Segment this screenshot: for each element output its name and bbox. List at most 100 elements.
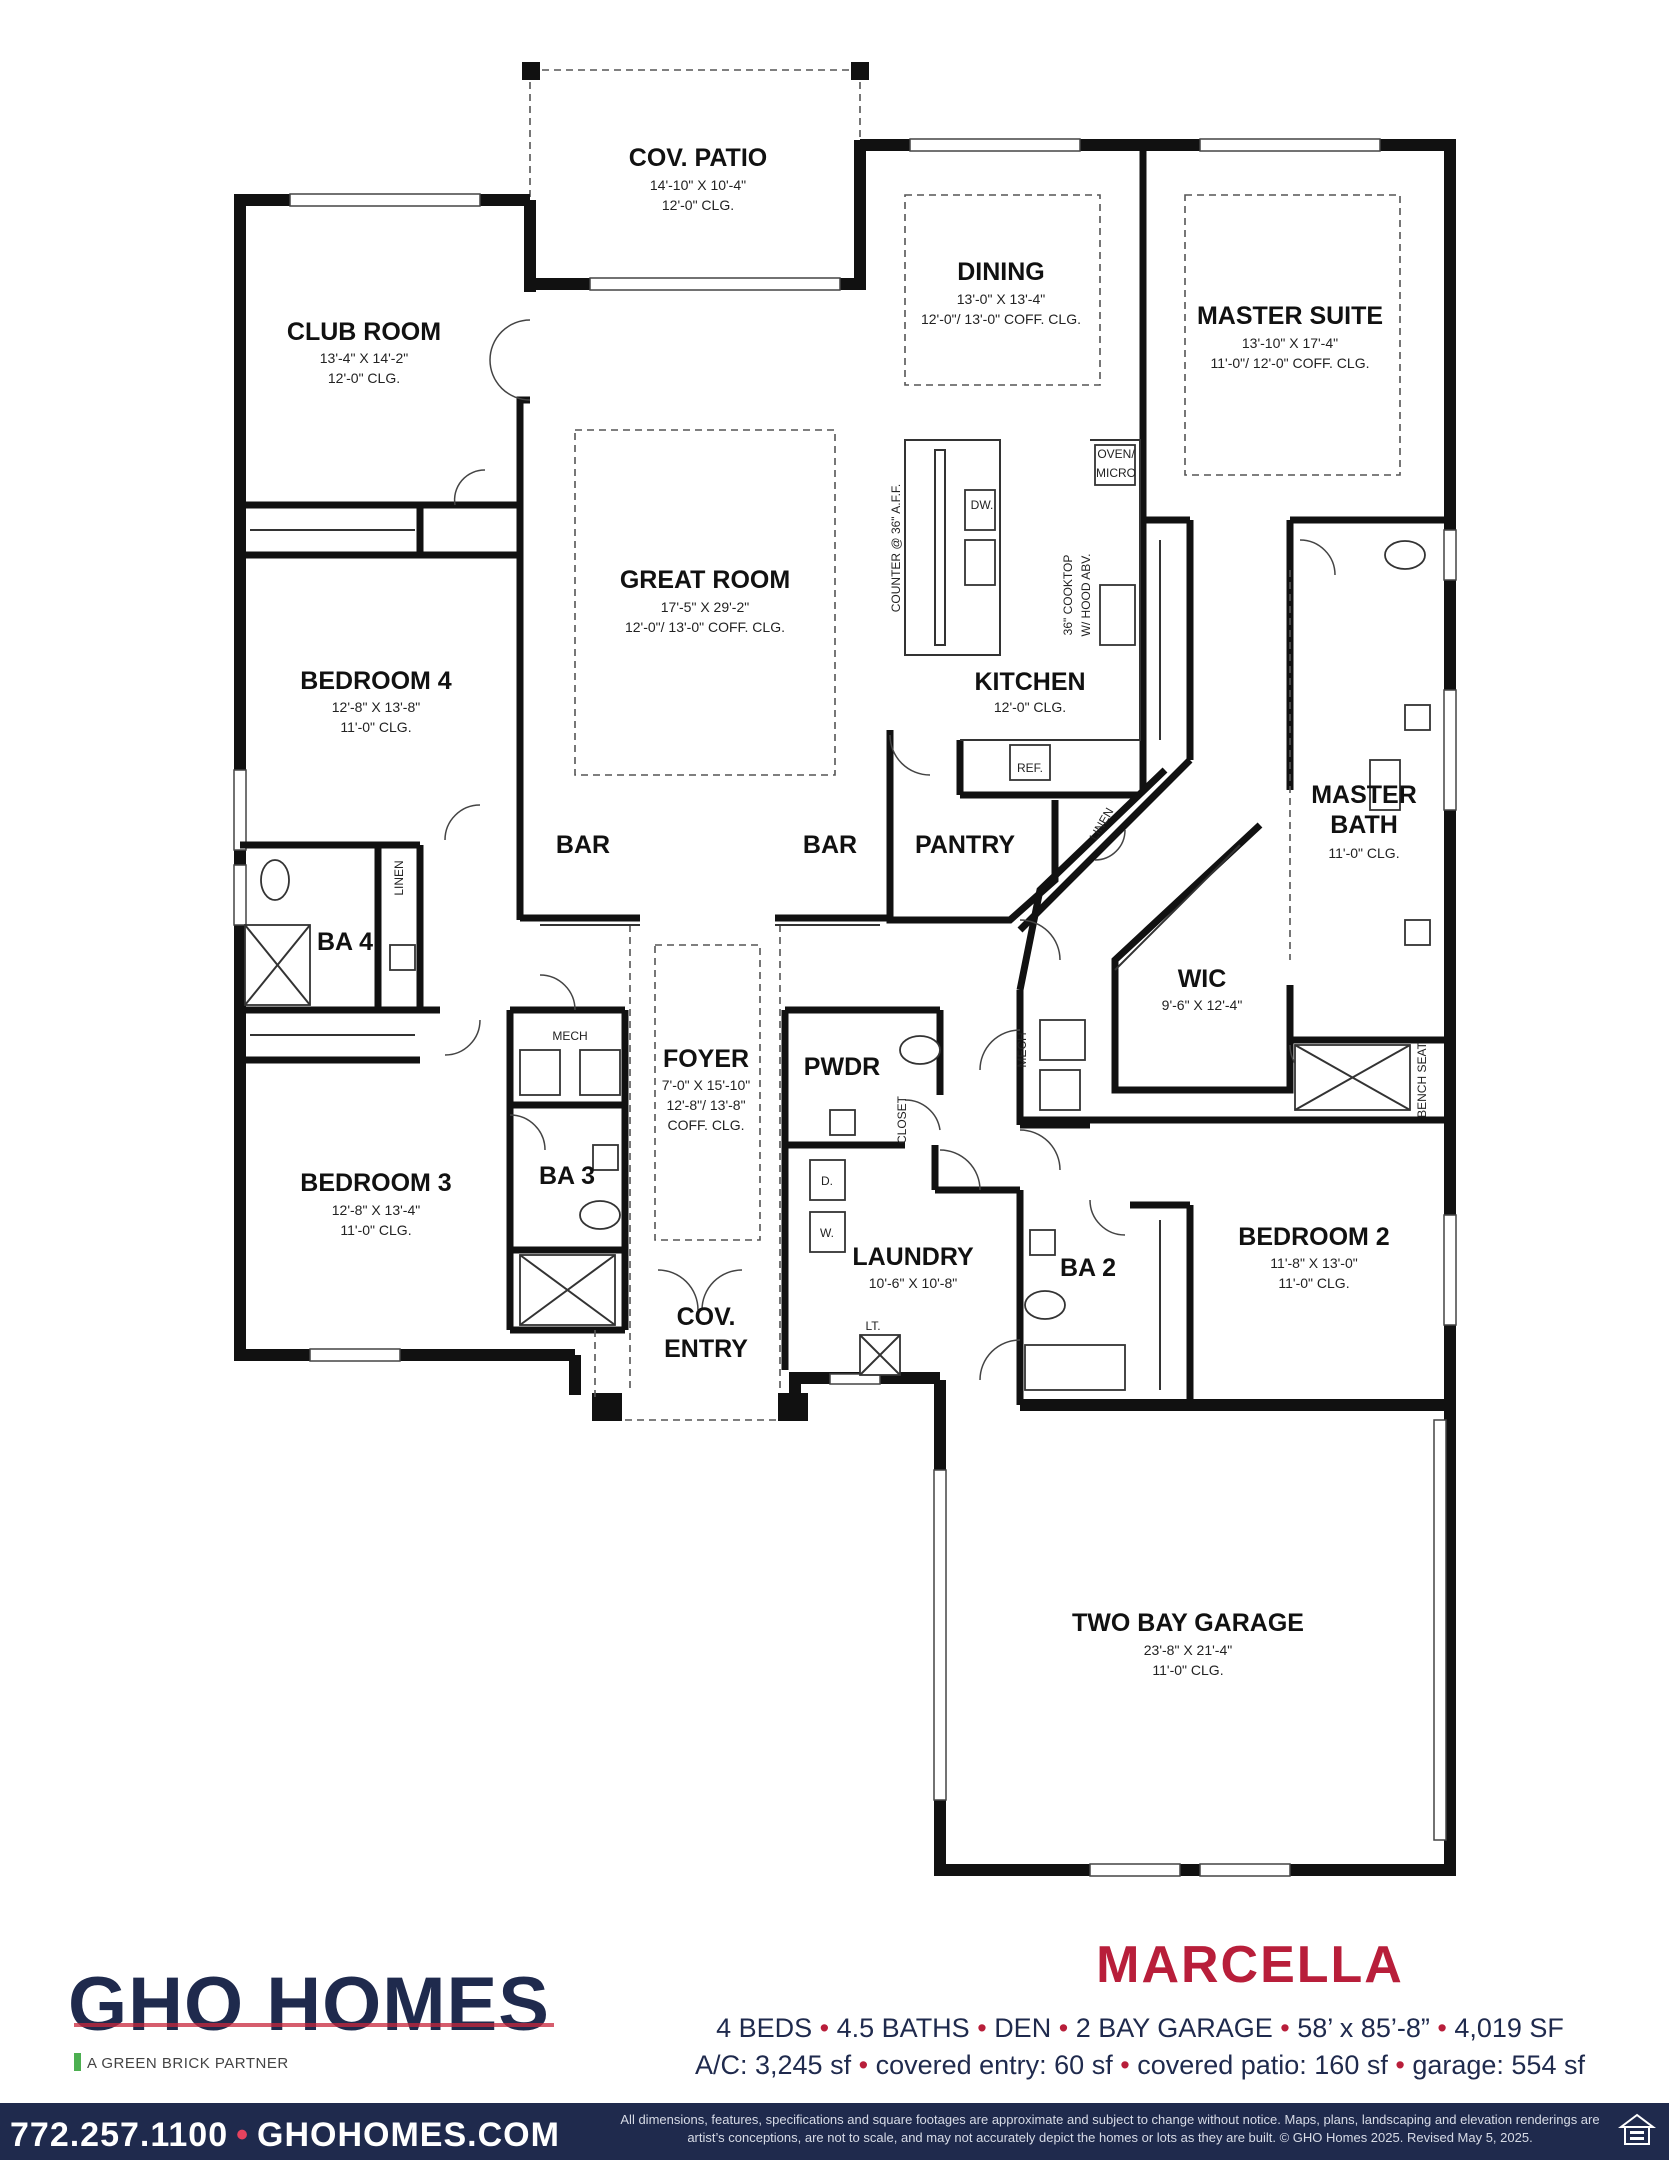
master-suite-label: MASTER SUITE	[1197, 302, 1383, 330]
mech-center-label: MECH	[1015, 1032, 1029, 1067]
kitchen-label: KITCHEN	[974, 668, 1085, 696]
wic-dims: 9'-6" X 12'-4"	[1162, 997, 1243, 1013]
spec-lot: 58’ x 85’-8”	[1297, 2013, 1430, 2043]
spec-garage-sf: garage: 554 sf	[1412, 2050, 1585, 2080]
laundry-dims: 10'-6" X 10'-8"	[869, 1275, 957, 1291]
bedroom3-dims: 12'-8" X 13'-4"	[332, 1202, 420, 1218]
cov-patio-dims: 14'-10" X 10'-4"	[650, 177, 746, 193]
garage-label: TWO BAY GARAGE	[1072, 1609, 1304, 1637]
spec-bullet: •	[858, 2050, 869, 2080]
logo-stripe	[74, 2023, 554, 2027]
bedroom2-clg: 11'-0" CLG.	[1278, 1275, 1349, 1291]
dryer-label: D.	[821, 1174, 833, 1188]
spec-beds: 4 BEDS	[716, 2013, 813, 2043]
partner-tagline: A GREEN BRICK PARTNER	[74, 2053, 289, 2072]
foyer-label: FOYER	[663, 1045, 749, 1073]
dining-clg: 12'-0"/ 13'-0" COFF. CLG.	[921, 311, 1081, 327]
contact-info: 772.257.1100•GHOHOMES.COM	[10, 2116, 560, 2155]
interior-walls	[240, 150, 1450, 1409]
plan-name: MARCELLA	[1096, 1936, 1404, 1994]
room-labels: COV. PATIO 14'-10" X 10'-4" 12'-0" CLG. …	[287, 144, 1417, 1678]
laundry-label: LAUNDRY	[852, 1243, 974, 1271]
website-link[interactable]: GHOHOMES.COM	[257, 2116, 560, 2154]
great-room-label: GREAT ROOM	[620, 566, 790, 594]
fixture-labels: OVEN/ MICRO DW. COUNTER @ 36" A.F.F. 36"…	[392, 447, 1429, 1333]
brand-logo-block: GHO HOMES A GREEN BRICK PARTNER	[68, 1965, 588, 2075]
closet-label: CLOSET	[895, 1095, 909, 1144]
bedroom4-clg: 11'-0" CLG.	[340, 719, 411, 735]
contact-separator: •	[236, 2116, 250, 2154]
gho-homes-logo: GHO HOMES	[68, 1962, 550, 2047]
footer-bar: 772.257.1100•GHOHOMES.COM All dimensions…	[0, 2103, 1669, 2160]
bedroom4-dims: 12'-8" X 13'-8"	[332, 699, 420, 715]
disclaimer-text: All dimensions, features, specifications…	[620, 2112, 1600, 2145]
equal-housing-opportunity-icon	[1618, 2113, 1656, 2145]
master-bath-clg: 11'-0" CLG.	[1328, 845, 1399, 861]
counter-label: COUNTER @ 36" A.F.F.	[889, 484, 903, 612]
great-room-dims: 17'-5" X 29'-2"	[661, 599, 749, 615]
spec-bullet: •	[1058, 2013, 1069, 2043]
ba3-label: BA 3	[539, 1162, 595, 1190]
spec-cov-entry: covered entry: 60 sf	[875, 2050, 1113, 2080]
club-room-clg: 12'-0" CLG.	[328, 370, 400, 386]
master-suite-dims: 13'-10" X 17'-4"	[1242, 335, 1338, 351]
spec-total-sf: 4,019 SF	[1454, 2013, 1564, 2043]
kitchen-fixtures	[904, 439, 1141, 781]
pantry-label: PANTRY	[915, 831, 1015, 859]
specs-line-2: A/C: 3,245 sf • covered entry: 60 sf • c…	[640, 2050, 1640, 2081]
wic-label: WIC	[1178, 965, 1227, 993]
specs-line-1: 4 BEDS • 4.5 BATHS • DEN • 2 BAY GARAGE …	[640, 2013, 1640, 2044]
phone-link[interactable]: 772.257.1100	[10, 2116, 229, 2154]
club-room-dims: 13'-4" X 14'-2"	[320, 350, 408, 366]
bedroom3-label: BEDROOM 3	[300, 1169, 451, 1197]
covered-patio-outline	[522, 62, 869, 282]
windows	[233, 138, 1457, 1877]
washer-label: W.	[820, 1226, 834, 1240]
spec-baths: 4.5 BATHS	[836, 2013, 970, 2043]
linen-bed4-label: LINEN	[392, 860, 406, 895]
cov-entry-label-2: ENTRY	[664, 1335, 748, 1363]
ba4-label: BA 4	[317, 928, 373, 956]
green-brick-mark-icon	[74, 2053, 81, 2071]
spec-bullet: •	[1437, 2013, 1447, 2043]
garage-dims: 23'-8" X 21'-4"	[1144, 1642, 1232, 1658]
master-suite-clg: 11'-0"/ 12'-0" COFF. CLG.	[1211, 355, 1370, 371]
cooktop-label-2: W/ HOOD ABV.	[1079, 554, 1093, 637]
cov-patio-clg: 12'-0" CLG.	[662, 197, 734, 213]
great-room-clg: 12'-0"/ 13'-0" COFF. CLG.	[625, 619, 785, 635]
spec-cov-patio: covered patio: 160 sf	[1137, 2050, 1388, 2080]
spec-garage: 2 BAY GARAGE	[1075, 2013, 1273, 2043]
spec-bullet: •	[977, 2013, 987, 2043]
bedroom2-dims: 11'-8" X 13'-0"	[1270, 1255, 1357, 1271]
club-room-label: CLUB ROOM	[287, 318, 441, 346]
mech-ba3-label: MECH	[552, 1029, 587, 1043]
partner-text: A GREEN BRICK PARTNER	[87, 2055, 289, 2072]
cooktop-label-1: 36" COOKTOP	[1061, 555, 1075, 636]
oven-label-2: MICRO	[1096, 466, 1136, 480]
spec-bullet: •	[1120, 2050, 1130, 2080]
kitchen-clg: 12'-0" CLG.	[994, 699, 1066, 715]
cov-patio-label: COV. PATIO	[629, 144, 767, 172]
ref-label: REF.	[1017, 761, 1043, 775]
dw-label: DW.	[971, 498, 994, 512]
bedroom2-label: BEDROOM 2	[1238, 1223, 1389, 1251]
foyer-clg-1: 12'-8"/ 13'-8"	[666, 1097, 745, 1113]
bath-fixtures	[244, 540, 1431, 1391]
spec-den: DEN	[994, 2013, 1052, 2043]
foyer-dims: 7'-0" X 15'-10"	[662, 1077, 750, 1093]
ba2-label: BA 2	[1060, 1254, 1116, 1282]
master-bath-label-2: BATH	[1330, 811, 1398, 839]
spec-bullet: •	[1395, 2050, 1405, 2080]
closet-rods	[250, 529, 1241, 1390]
dining-label: DINING	[957, 258, 1045, 286]
doors	[444, 319, 1336, 1381]
bar-right-label: BAR	[803, 831, 857, 859]
dining-dims: 13'-0" X 13'-4"	[957, 291, 1045, 307]
bench-seat-label: BENCH SEAT	[1415, 1041, 1429, 1117]
spec-bullet: •	[1280, 2013, 1290, 2043]
garage-clg: 11'-0" CLG.	[1152, 1662, 1223, 1678]
spec-bullet: •	[819, 2013, 830, 2043]
bar-left-label: BAR	[556, 831, 610, 859]
bedroom4-label: BEDROOM 4	[300, 667, 452, 695]
pwdr-label: PWDR	[804, 1053, 880, 1081]
